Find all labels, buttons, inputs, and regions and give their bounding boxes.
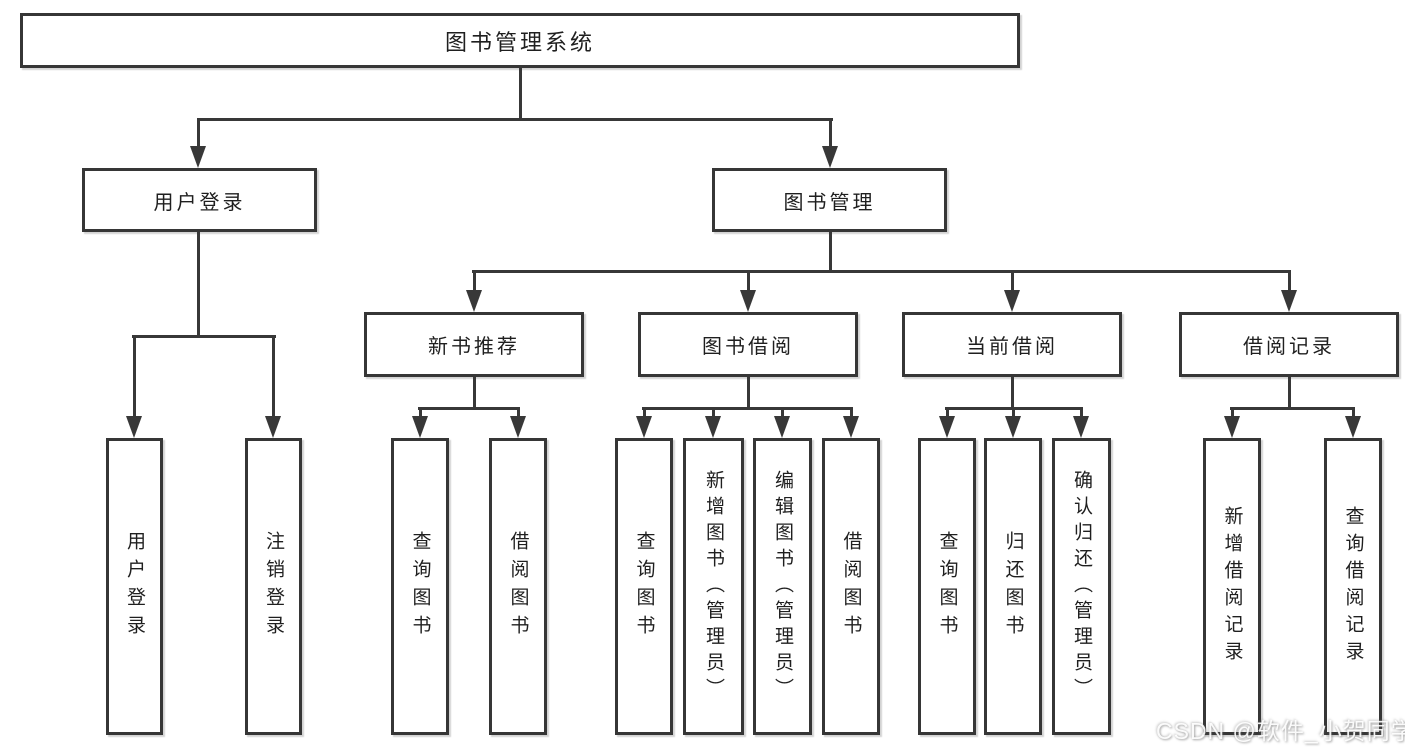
connector-stem-query-book-1 (419, 407, 422, 418)
connector-stem-query-book-2 (643, 407, 646, 418)
node-leaf-borrow-book-recommend: 借阅图书 (489, 438, 547, 735)
arrowhead-query-book-1 (412, 416, 428, 438)
node-user-login: 用户登录 (82, 168, 317, 232)
node-leaf-confirm-return-admin: 确认归还（管理员） (1052, 438, 1111, 735)
connector-stem-new-book-recommend (473, 270, 476, 294)
arrowhead-add-record (1224, 416, 1240, 438)
arrowhead-leaf-logout (265, 416, 281, 438)
node-root-library-system: 图书管理系统 (20, 13, 1020, 68)
connector-stem-user-login (197, 118, 200, 150)
connector-root-vertical (519, 68, 522, 118)
connector-stem-book-management (829, 118, 832, 150)
connector-stem-add-book (712, 407, 715, 418)
connector-stem-leaf-user-login (133, 335, 136, 418)
node-leaf-query-book-current: 查询图书 (918, 438, 976, 735)
node-leaf-query-borrow-record: 查询借阅记录 (1324, 438, 1382, 735)
arrowhead-current-borrow (1004, 290, 1020, 312)
connector-userlogin-horizontal (132, 335, 276, 338)
connector-userlogin-vertical (197, 232, 200, 335)
node-leaf-query-book-borrow: 查询图书 (615, 438, 673, 735)
connector-stem-add-record (1231, 407, 1234, 418)
node-leaf-query-book-recommend: 查询图书 (391, 438, 449, 735)
arrowhead-borrow-book-2 (843, 416, 859, 438)
connector-bookmgmt-vertical (829, 232, 832, 270)
arrowhead-query-book-3 (939, 416, 955, 438)
connector-stem-return-book (1012, 407, 1015, 418)
arrowhead-book-borrow (740, 290, 756, 312)
node-leaf-borrow-book: 借阅图书 (822, 438, 880, 735)
connector-currentborrow-vertical (1011, 377, 1014, 407)
arrowhead-edit-book (774, 416, 790, 438)
connector-bookborrow-vertical (747, 377, 750, 407)
arrowhead-book-management (822, 146, 838, 168)
node-book-management: 图书管理 (712, 168, 947, 232)
node-new-book-recommend: 新书推荐 (364, 312, 584, 377)
connector-records-vertical (1288, 377, 1291, 407)
node-leaf-return-book: 归还图书 (984, 438, 1042, 735)
connector-stem-query-record (1352, 407, 1355, 418)
node-current-borrow: 当前借阅 (902, 312, 1122, 377)
node-leaf-edit-book-admin: 编辑图书（管理员） (753, 438, 812, 735)
connector-stem-leaf-logout (272, 335, 275, 418)
arrowhead-add-book (705, 416, 721, 438)
node-borrow-records: 借阅记录 (1179, 312, 1399, 377)
node-leaf-user-login: 用户登录 (106, 438, 163, 735)
connector-root-horizontal (197, 118, 833, 121)
node-book-borrow: 图书借阅 (638, 312, 858, 377)
connector-level3-horizontal (472, 270, 1291, 273)
arrowhead-query-record (1345, 416, 1361, 438)
connector-stem-edit-book (781, 407, 784, 418)
connector-stem-book-borrow (747, 270, 750, 294)
arrowhead-leaf-user-login (126, 416, 142, 438)
arrowhead-new-book-recommend (466, 290, 482, 312)
arrowhead-user-login (190, 146, 206, 168)
connector-stem-confirm-return (1080, 407, 1083, 418)
connector-recommend-vertical (473, 377, 476, 407)
node-leaf-add-book-admin: 新增图书（管理员） (683, 438, 744, 735)
arrowhead-query-book-2 (636, 416, 652, 438)
arrowhead-return-book (1005, 416, 1021, 438)
node-leaf-add-borrow-record: 新增借阅记录 (1203, 438, 1261, 735)
connector-stem-borrow-records (1288, 270, 1291, 294)
connector-stem-query-book-3 (946, 407, 949, 418)
connector-records-horizontal (1230, 407, 1355, 410)
connector-recommend-horizontal (418, 407, 520, 410)
connector-stem-current-borrow (1011, 270, 1014, 294)
arrowhead-borrow-records (1281, 290, 1297, 312)
connector-stem-borrow-book-1 (517, 407, 520, 418)
connector-stem-borrow-book-2 (850, 407, 853, 418)
node-leaf-logout: 注销登录 (245, 438, 302, 735)
csdn-watermark: CSDN @软件_小贺同学 (1156, 718, 1405, 744)
connector-bookborrow-horizontal (642, 407, 853, 410)
arrowhead-confirm-return (1073, 416, 1089, 438)
arrowhead-borrow-book-1 (510, 416, 526, 438)
